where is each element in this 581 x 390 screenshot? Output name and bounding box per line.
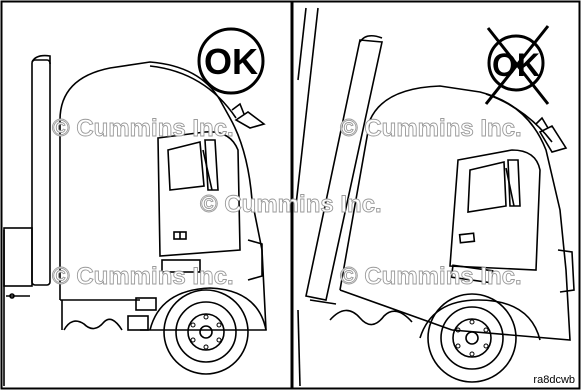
watermark-right-top: © Cummins Inc.: [340, 115, 522, 142]
cab-window-tilted: [468, 162, 506, 212]
watermarks: © Cummins Inc. © Cummins Inc. © Cummins …: [52, 115, 522, 290]
watermark-right-bottom: © Cummins Inc.: [340, 263, 522, 290]
exhaust-stack: [32, 60, 50, 285]
watermark-center: © Cummins Inc.: [200, 191, 382, 218]
watermark-left-bottom: © Cummins Inc.: [52, 263, 234, 290]
verdict-label-crossed: OK: [492, 47, 540, 83]
figure-code: ra8dcwb: [531, 374, 577, 387]
cab-window: [168, 142, 204, 190]
watermark-left-top: © Cummins Inc.: [52, 115, 234, 142]
exhaust-stack-tilted: [306, 40, 382, 300]
verdict-label-ok: OK: [204, 41, 258, 82]
